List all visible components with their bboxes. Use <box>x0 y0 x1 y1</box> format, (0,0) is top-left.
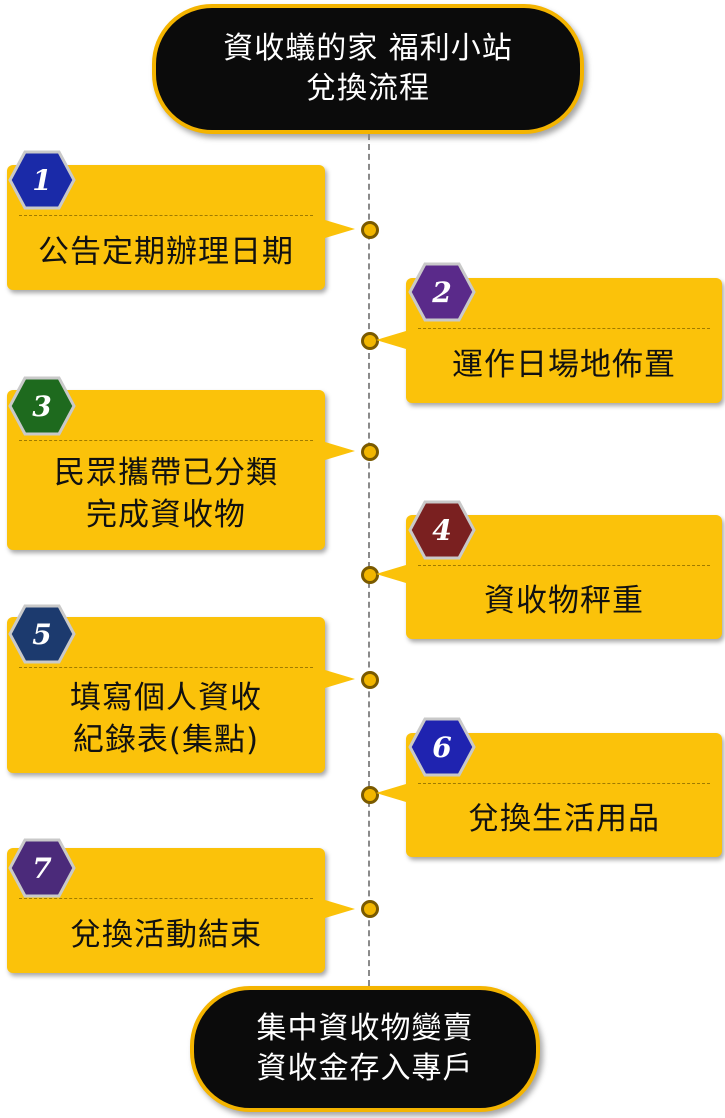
timeline-line <box>368 134 370 986</box>
step-badge-2: 2 <box>408 262 476 322</box>
timeline-dot-3 <box>361 443 379 461</box>
card-pointer <box>325 900 355 918</box>
step-1-text-line-1: 公告定期辦理日期 <box>38 233 294 270</box>
card-divider <box>19 440 313 441</box>
card-pointer <box>325 220 355 238</box>
card-divider <box>19 667 313 668</box>
title-line-2: 兌換流程 <box>306 71 430 106</box>
card-pointer <box>376 565 406 583</box>
timeline-dot-1 <box>361 221 379 239</box>
step-5-text-line-1: 填寫個人資收 <box>70 680 262 716</box>
card-divider <box>19 898 313 899</box>
step-3-text-line-2: 完成資收物 <box>86 497 246 533</box>
card-divider <box>19 215 313 216</box>
card-pointer <box>376 784 406 802</box>
hexagon-icon <box>408 717 476 777</box>
step-6-text-line-1: 兌換生活用品 <box>468 801 660 837</box>
card-pointer <box>325 670 355 688</box>
step-number-6: 6 <box>432 730 452 764</box>
step-2-text-line-1: 運作日場地佈置 <box>452 346 676 383</box>
footer-pill: 集中資收物變賣 資收金存入專戶 <box>190 986 540 1112</box>
card-divider <box>418 565 710 566</box>
footer-line-2: 資收金存入專戶 <box>256 1051 474 1086</box>
step-number-5: 5 <box>32 617 52 651</box>
footer-line-1: 集中資收物變賣 <box>256 1011 474 1046</box>
step-card-2: 運作日場地佈置 <box>376 278 722 403</box>
step-badge-5: 5 <box>8 604 76 664</box>
step-badge-4: 4 <box>408 500 476 560</box>
card-pointer <box>325 442 355 460</box>
timeline-dot-7 <box>361 900 379 918</box>
hexagon-icon <box>8 838 76 898</box>
step-badge-1: 1 <box>8 150 76 210</box>
step-badge-7: 7 <box>8 838 76 898</box>
timeline-dot-5 <box>361 671 379 689</box>
step-3-text-line-1: 民眾攜帶已分類 <box>54 455 278 491</box>
step-7-text-line-1: 兌換活動結束 <box>70 916 262 953</box>
step-number-7: 7 <box>32 851 52 885</box>
hexagon-icon <box>408 262 476 322</box>
step-number-1: 1 <box>32 163 52 197</box>
step-4-text-line-1: 資收物秤重 <box>484 583 644 619</box>
step-number-3: 3 <box>32 389 52 423</box>
step-number-2: 2 <box>432 275 452 309</box>
hexagon-icon <box>8 604 76 664</box>
title-pill: 資收蟻的家 福利小站 兌換流程 <box>152 4 584 134</box>
step-5-text-line-2: 紀錄表(集點) <box>72 722 260 758</box>
hexagon-icon <box>8 150 76 210</box>
step-number-4: 4 <box>432 513 452 547</box>
step-card-4: 資收物秤重 <box>376 515 722 639</box>
hexagon-icon <box>8 376 76 436</box>
step-badge-6: 6 <box>408 717 476 777</box>
step-badge-3: 3 <box>8 376 76 436</box>
hexagon-icon <box>408 500 476 560</box>
card-pointer <box>376 331 406 349</box>
title-line-1: 資收蟻的家 福利小站 <box>223 31 513 66</box>
card-divider <box>418 328 710 329</box>
card-divider <box>418 783 710 784</box>
